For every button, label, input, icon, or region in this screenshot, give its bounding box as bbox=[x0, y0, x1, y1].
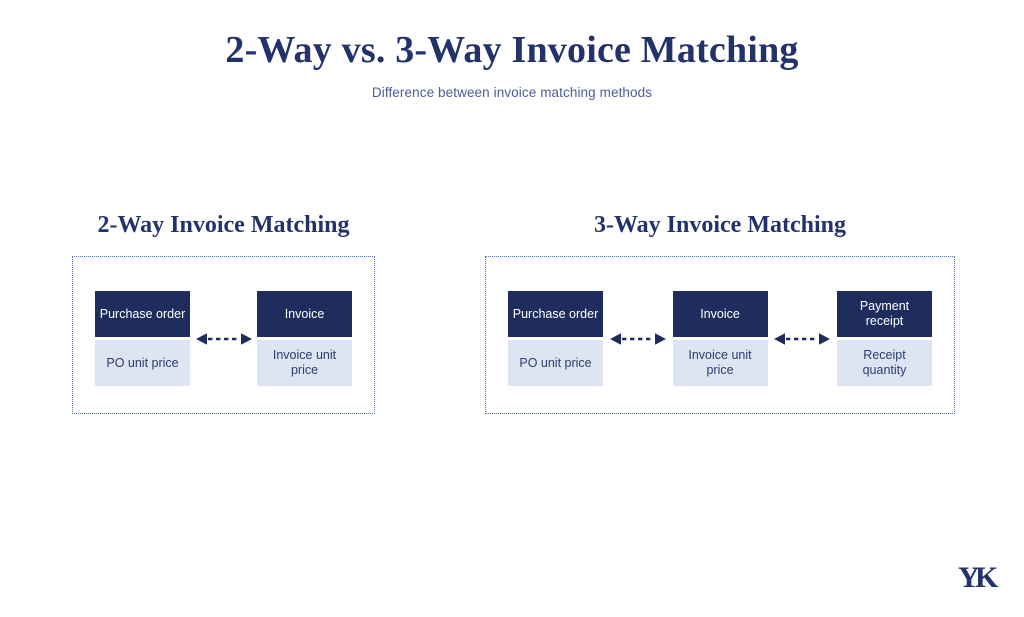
card-payment-receipt[interactable]: Payment receipt Receipt quantity bbox=[837, 291, 932, 386]
card-header-label: Invoice bbox=[672, 291, 768, 337]
card-header-label: Payment receipt bbox=[837, 291, 932, 337]
svg-text:K: K bbox=[975, 561, 999, 594]
bidirectional-arrow-icon bbox=[190, 291, 257, 386]
card-body-label: Receipt quantity bbox=[837, 340, 932, 386]
card-body-label: PO unit price bbox=[95, 340, 190, 386]
card-invoice[interactable]: Invoice Invoice unit price bbox=[257, 291, 352, 386]
flow-two-way: Purchase order PO unit price Invoice Inv… bbox=[73, 257, 374, 413]
diagram-container-two-way: Purchase order PO unit price Invoice Inv… bbox=[72, 256, 375, 414]
page-subtitle: Difference between invoice matching meth… bbox=[371, 85, 653, 100]
bidirectional-arrow-icon bbox=[768, 291, 838, 386]
card-invoice[interactable]: Invoice Invoice unit price bbox=[672, 291, 768, 386]
panel-title-three-way: 3-Way Invoice Matching bbox=[594, 212, 846, 238]
card-body-label: Invoice unit price bbox=[672, 340, 768, 386]
card-purchase-order[interactable]: Purchase order PO unit price bbox=[95, 291, 190, 386]
diagram-container-three-way: Purchase order PO unit price Invoice Inv… bbox=[485, 256, 955, 414]
card-header-label: Purchase order bbox=[95, 291, 190, 337]
bidirectional-arrow-icon bbox=[603, 291, 673, 386]
yk-monogram-logo: Y K bbox=[958, 561, 1002, 595]
panel-title-two-way: 2-Way Invoice Matching bbox=[97, 212, 350, 238]
flow-three-way: Purchase order PO unit price Invoice Inv… bbox=[486, 257, 954, 413]
svg-text:Y: Y bbox=[958, 561, 980, 594]
card-header-label: Invoice bbox=[257, 291, 352, 337]
page-title: 2-Way vs. 3-Way Invoice Matching bbox=[225, 29, 799, 71]
card-purchase-order[interactable]: Purchase order PO unit price bbox=[508, 291, 603, 386]
card-body-label: Invoice unit price bbox=[257, 340, 352, 386]
card-header-label: Purchase order bbox=[508, 291, 603, 337]
card-body-label: PO unit price bbox=[508, 340, 603, 386]
